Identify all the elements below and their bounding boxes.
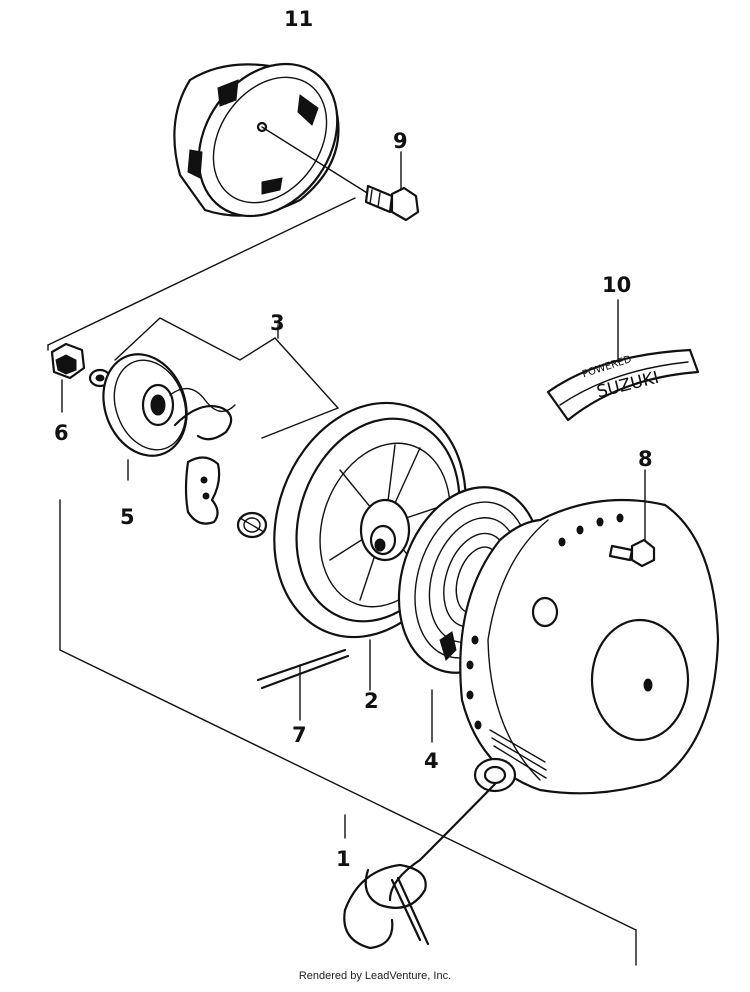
callout-8: 8 [638, 447, 653, 471]
emblem-part-10: SUZUKI POWERED [546, 299, 700, 422]
nut-part-6 [50, 342, 112, 413]
callout-9: 9 [393, 129, 408, 153]
callout-7: 7 [292, 723, 307, 747]
callout-3: 3 [270, 311, 285, 335]
rope-part-7 [256, 648, 350, 721]
callout-10: 10 [602, 273, 631, 297]
assembly-bracket-lines [47, 197, 356, 351]
render-credit: Rendered by LeadVenture, Inc. [298, 970, 452, 982]
bolt-part-9 [364, 151, 420, 222]
callout-2: 2 [364, 689, 379, 713]
callout-11: 11 [284, 7, 313, 31]
callout-5: 5 [120, 505, 135, 529]
starter-cup-part-11 [173, 62, 373, 218]
housing-part-1 [59, 498, 720, 966]
callout-labels: 11 9 10 3 6 8 5 2 7 4 1 [54, 7, 653, 871]
callout-1: 1 [336, 847, 351, 871]
callout-4: 4 [424, 749, 439, 773]
callout-6: 6 [54, 421, 69, 445]
group-bracket-part-3 [114, 317, 340, 539]
screw-part-8 [608, 469, 656, 568]
